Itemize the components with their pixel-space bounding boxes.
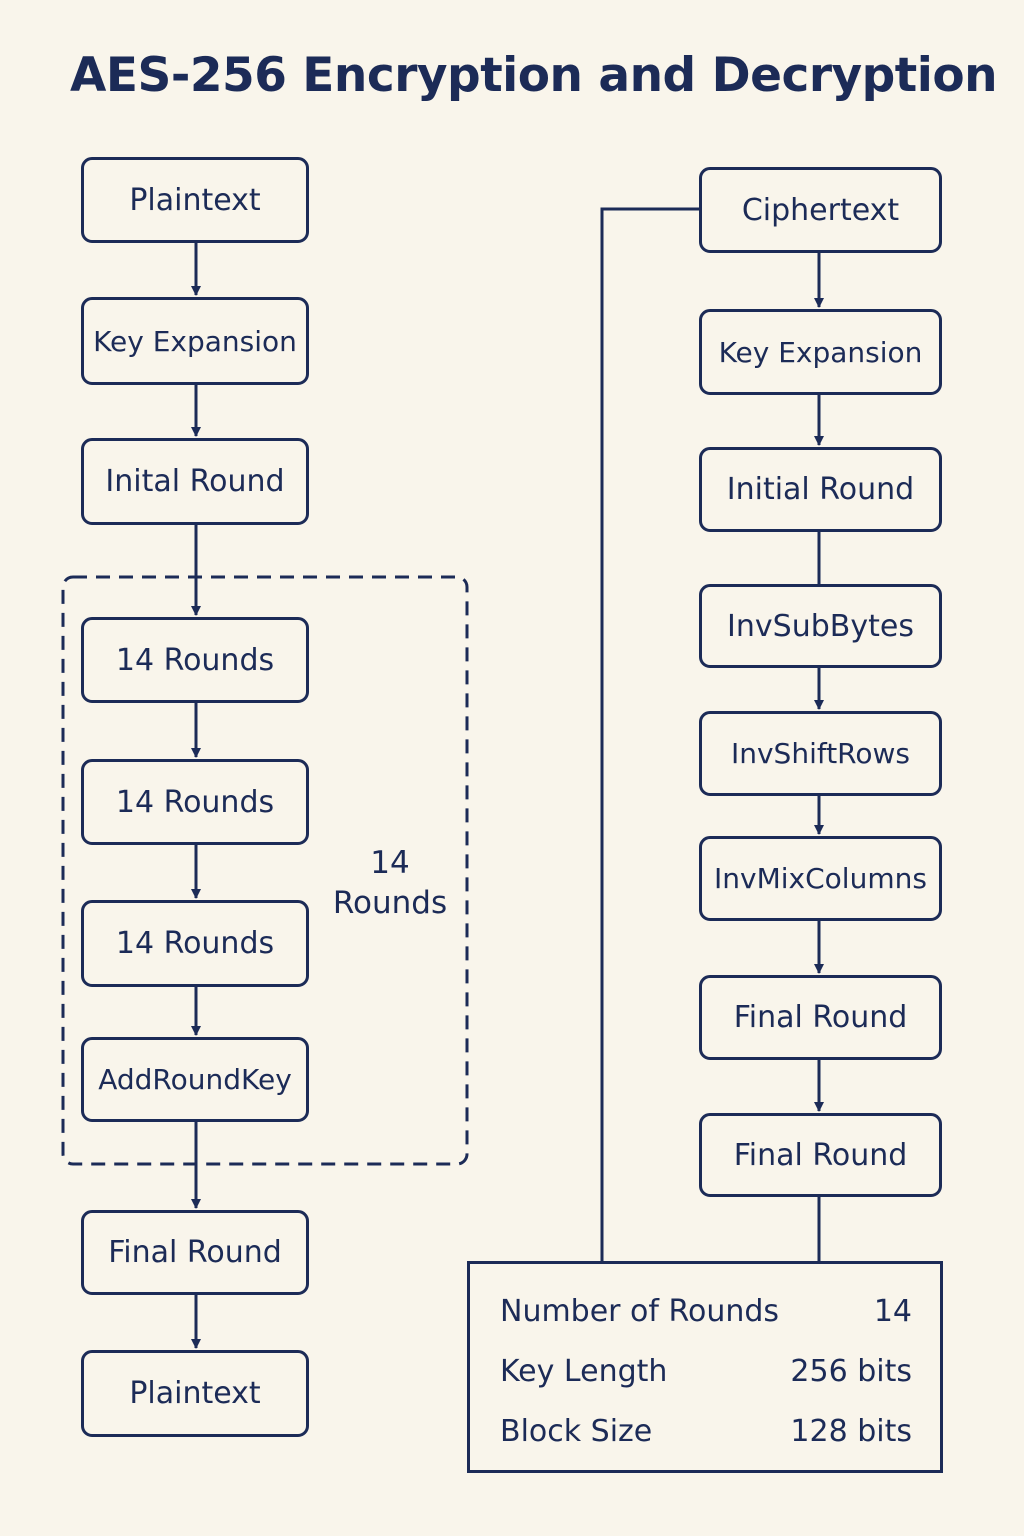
decryption-connectors — [600, 207, 824, 1261]
round-loop-container — [61, 575, 469, 1166]
dec-step-label: Final Round — [733, 1137, 908, 1173]
enc-step-label: Final Round — [108, 1235, 282, 1270]
diagram-title: AES-256 Encryption and Decryption — [70, 48, 998, 103]
dec-step-label: Final Round — [733, 1000, 908, 1035]
aes-parameters-panel: Number of Rounds 14 Key Length 256 bits … — [467, 1261, 943, 1473]
param-value: 14 — [873, 1294, 912, 1329]
enc-step-initial-round: Inital Round — [81, 438, 309, 525]
param-value: 256 bits — [790, 1354, 912, 1389]
enc-step-addroundkey: AddRoundKey — [81, 1037, 309, 1122]
enc-step-label: 14 Rounds — [115, 642, 275, 678]
dec-step-key-expansion: Key Expansion — [699, 309, 942, 395]
line-ciphertext-to-panel — [600, 207, 699, 1261]
enc-step-rounds-3: 14 Rounds — [81, 900, 309, 987]
dec-step-initial-round: Initial Round — [699, 447, 942, 532]
enc-step-label: 14 Rounds — [115, 784, 275, 820]
param-label: Key Length — [500, 1354, 668, 1389]
enc-step-rounds-1: 14 Rounds — [81, 617, 309, 703]
enc-step-rounds-2: 14 Rounds — [81, 759, 309, 845]
enc-step-final-round: Final Round — [81, 1210, 309, 1295]
enc-step-label: Plaintext — [129, 182, 261, 218]
dec-step-final-round-1: Final Round — [699, 975, 942, 1060]
enc-step-plaintext: Plaintext — [81, 157, 309, 243]
enc-step-label: 14 Rounds — [115, 926, 275, 961]
param-value: 128 bits — [790, 1414, 912, 1449]
dec-step-label: InvShiftRows — [730, 737, 911, 770]
dec-step-invsubbytes: InvSubBytes — [699, 584, 942, 668]
enc-step-label: Plaintext — [129, 1376, 261, 1411]
dec-step-label: Initial Round — [726, 472, 915, 507]
dec-step-ciphertext: Ciphertext — [699, 167, 942, 253]
param-row-block-size: Block Size 128 bits — [500, 1412, 912, 1452]
round-loop-word: Rounds — [332, 885, 448, 921]
round-loop-label: 14 Rounds — [320, 843, 460, 923]
dec-step-label: InvSubBytes — [727, 608, 914, 644]
dec-step-label: Key Expansion — [718, 335, 923, 369]
dec-step-label: InvMixColumns — [714, 862, 927, 895]
param-label: Number of Rounds — [500, 1294, 780, 1329]
dec-step-invshiftrows: InvShiftRows — [699, 711, 942, 796]
enc-step-label: Key Expansion — [93, 324, 297, 358]
round-loop-count: 14 — [370, 845, 410, 881]
enc-step-plaintext-output: Plaintext — [81, 1350, 309, 1437]
dec-step-final-round-2: Final Round — [699, 1113, 942, 1197]
param-row-key-length: Key Length 256 bits — [500, 1352, 912, 1392]
enc-step-label: Inital Round — [105, 464, 285, 499]
enc-step-key-expansion: Key Expansion — [81, 297, 309, 385]
dec-step-label: Ciphertext — [741, 192, 900, 228]
dec-step-invmixcolumns: InvMixColumns — [699, 836, 942, 921]
enc-step-label: AddRoundKey — [98, 1063, 292, 1096]
param-row-rounds: Number of Rounds 14 — [500, 1292, 912, 1332]
param-label: Block Size — [500, 1414, 653, 1449]
